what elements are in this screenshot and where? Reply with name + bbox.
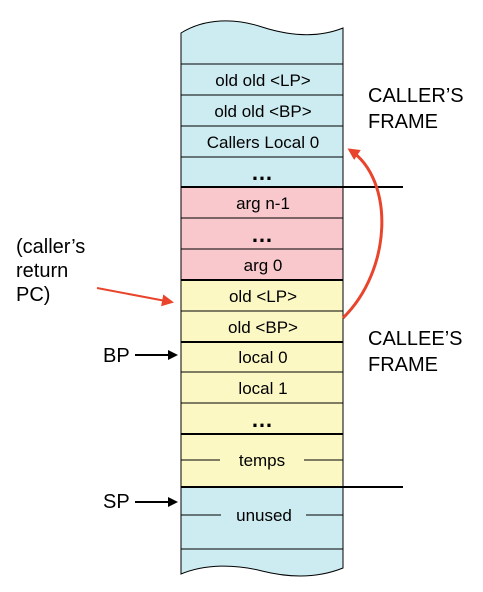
- callers-frame-label-line1: CALLER’S: [368, 85, 464, 107]
- cell-args-ellipsis: …: [251, 222, 275, 247]
- cell-arg-n-minus-1: arg n-1: [236, 194, 290, 213]
- caller-frame-region: [181, 20, 343, 187]
- cell-caller-ellipsis: …: [251, 160, 275, 185]
- old-bp-link-arrow: [341, 148, 384, 320]
- cell-old-old-lp: old old <LP>: [215, 71, 311, 90]
- cell-callers-local-0: Callers Local 0: [207, 133, 319, 152]
- stack-column-outline: [180, 20, 344, 577]
- cell-dividers: [181, 63, 343, 550]
- cell-old-lp: old <LP>: [229, 287, 297, 306]
- args-region: [181, 187, 343, 280]
- sp-label: SP: [103, 491, 130, 513]
- cell-unused: unused: [236, 506, 292, 525]
- bp-label: BP: [103, 345, 130, 367]
- region-marker-lines: [181, 459, 343, 516]
- return-pc-label-line1: (caller’s: [16, 236, 85, 258]
- callee-frame-region: [181, 280, 343, 487]
- return-pc-arrow: [96, 287, 174, 307]
- return-pc-label-line3: PC): [16, 284, 50, 306]
- callers-frame-label-line2: FRAME: [368, 111, 438, 133]
- return-pc-label-line2: return: [16, 260, 68, 282]
- cell-callee-ellipsis: …: [251, 407, 275, 432]
- cell-old-bp: old <BP>: [228, 318, 298, 337]
- callees-frame-label-line1: CALLEE’S: [368, 328, 463, 350]
- cell-arg-0: arg 0: [244, 256, 283, 275]
- cell-temps: temps: [239, 451, 285, 470]
- cell-local-0: local 0: [238, 348, 287, 367]
- cell-local-1: local 1: [238, 379, 287, 398]
- callees-frame-label-line2: FRAME: [368, 354, 438, 376]
- unused-region: [181, 487, 343, 576]
- cell-old-old-bp: old old <BP>: [214, 102, 311, 121]
